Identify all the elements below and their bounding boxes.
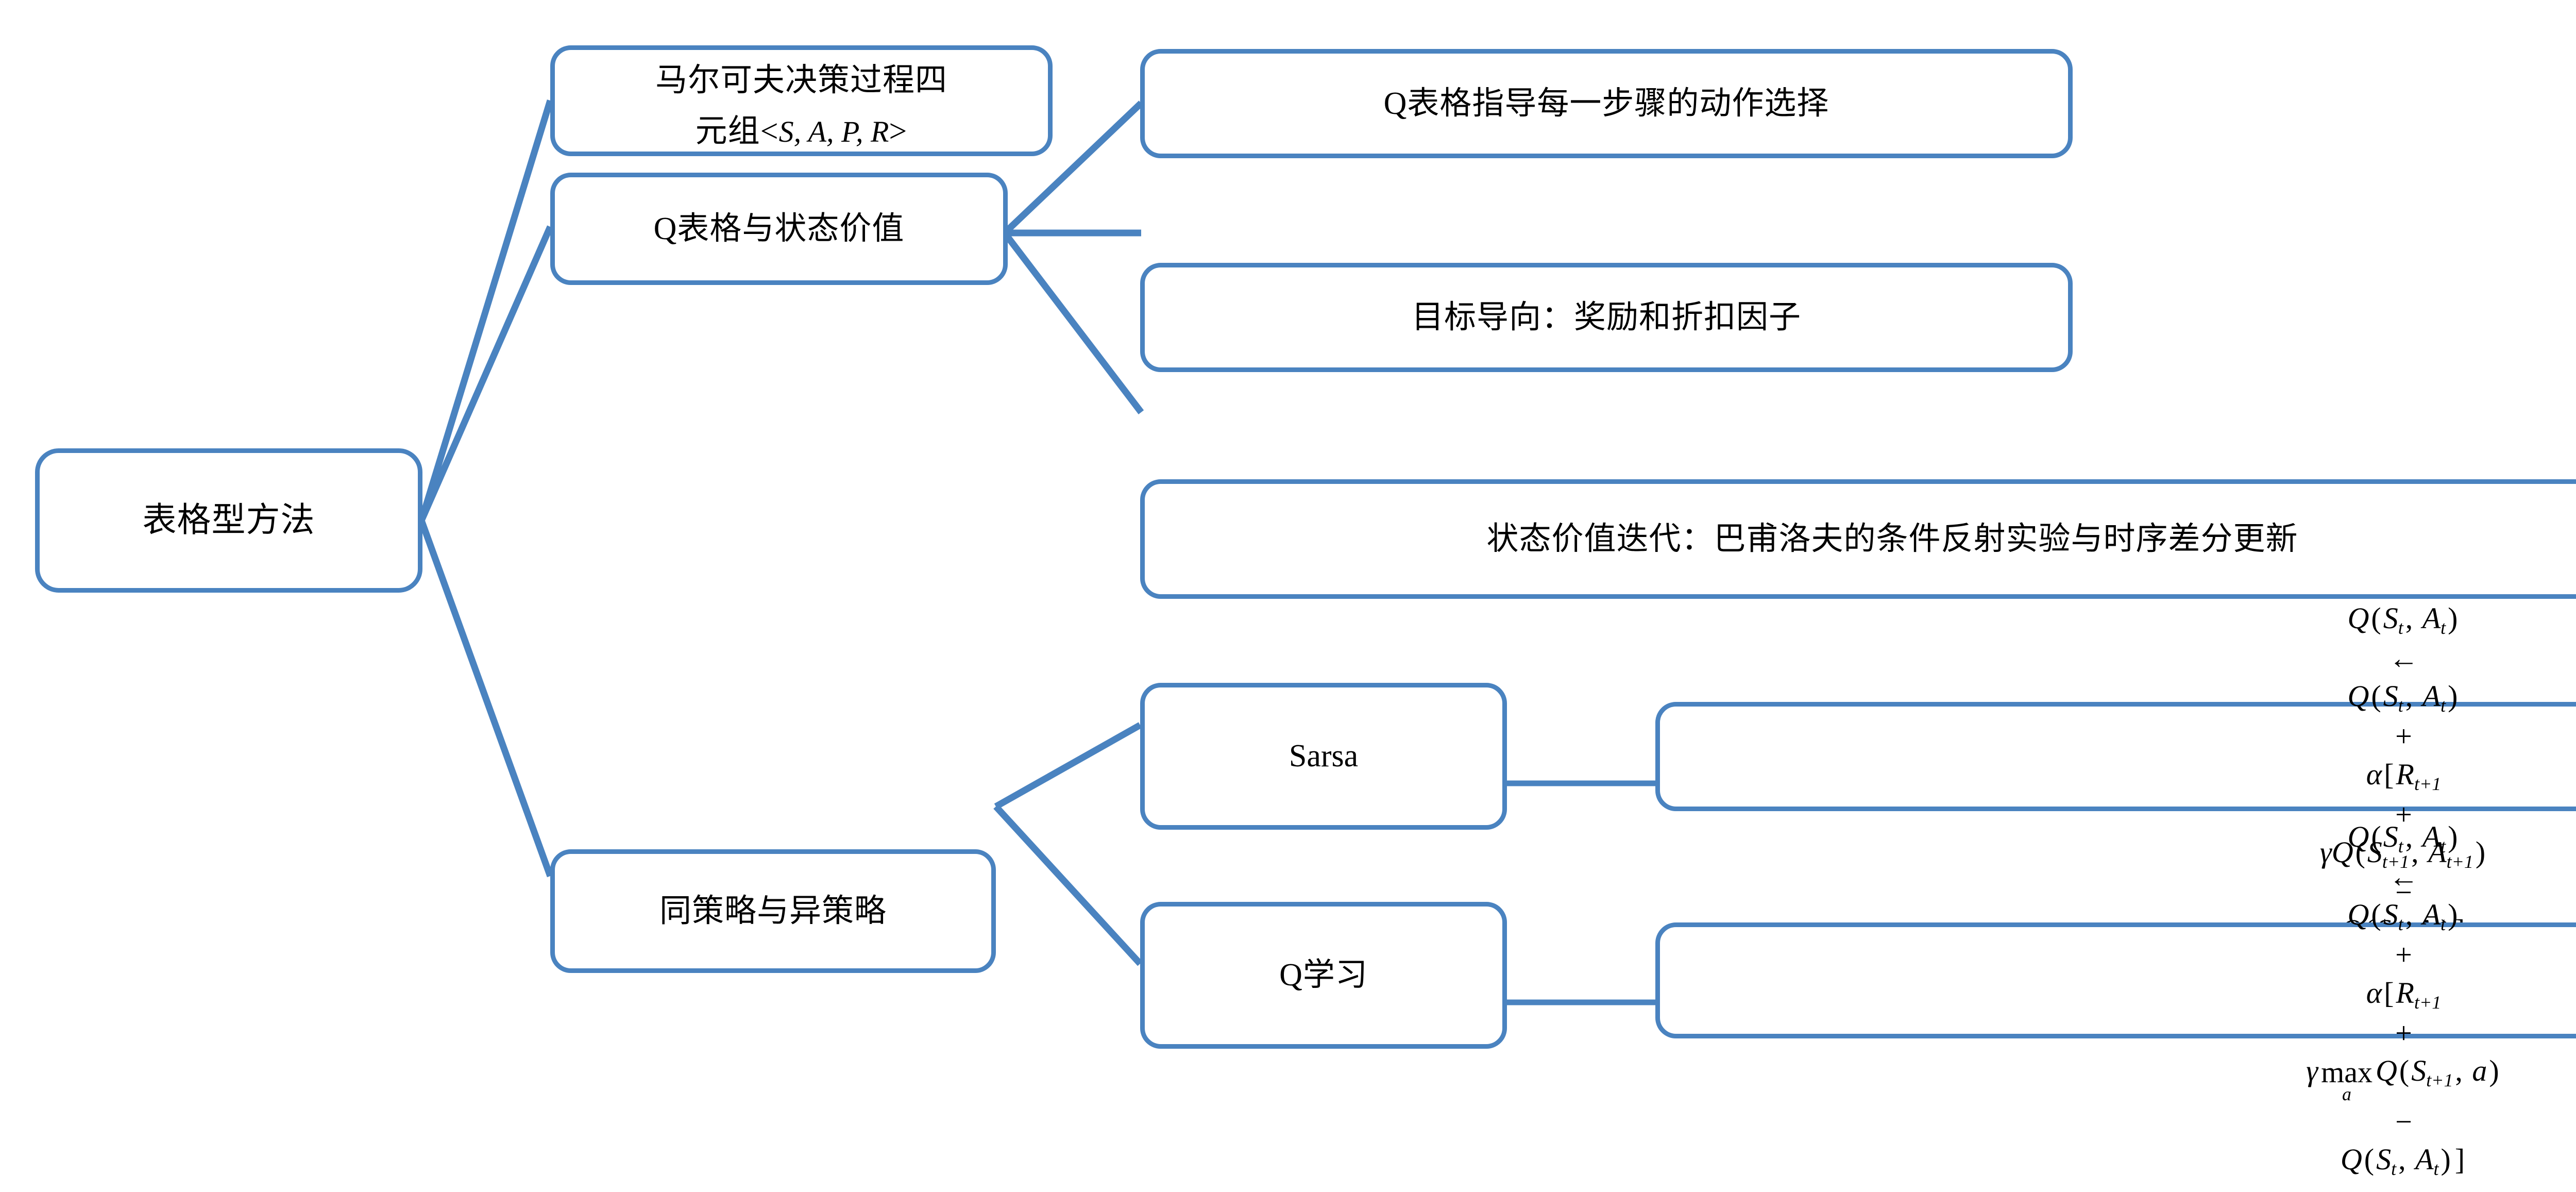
node-mdp-tuple: S, A, P, R — [778, 114, 889, 148]
node-mdp-label: 马尔可夫决策过程四 元组<S, A, P, R> — [655, 50, 947, 152]
node-sarsa-label: Sarsa — [1289, 738, 1359, 774]
node-mdp-line2-prefix: 元组< — [695, 113, 779, 149]
edge-root-to-mdp — [418, 99, 554, 522]
node-mdp-line1: 马尔可夫决策过程四 — [655, 63, 947, 98]
node-qtable-child-1[interactable]: Q表格指导每一步骤的动作选择 — [1140, 49, 2073, 158]
node-qtable-child-3[interactable]: 状态价值迭代：巴甫洛夫的条件反射实验与时序差分更新 — [1140, 479, 2576, 599]
node-root[interactable]: 表格型方法 — [35, 448, 422, 593]
node-qtable-child-2-label: 目标导向：奖励和折扣因子 — [1411, 299, 1801, 335]
node-qlearning-label: Q学习 — [1279, 958, 1368, 993]
node-sarsa[interactable]: Sarsa — [1140, 683, 1507, 830]
node-sarsa-formula[interactable]: Q(St, At) ← Q(St, At) + α[Rt+1 + γQ(St+1… — [1655, 601, 2576, 950]
sarsa-formula-expression: Q(St, At) ← Q(St, At) + α[Rt+1 + γQ(St+1… — [2319, 601, 2486, 949]
edge-root-to-qtable — [418, 225, 553, 522]
edge-qtable-to-child-3 — [1002, 231, 1144, 414]
node-qtable-child-3-label: 状态价值迭代：巴甫洛夫的条件反射实验与时序差分更新 — [1486, 521, 2298, 557]
node-mdp[interactable]: 马尔可夫决策过程四 元组<S, A, P, R> — [550, 45, 1053, 156]
node-root-label: 表格型方法 — [142, 501, 315, 540]
node-qtable-child-1-label: Q表格指导每一步骤的动作选择 — [1383, 86, 1829, 121]
node-policy[interactable]: 同策略与异策略 — [550, 849, 996, 973]
edge-policy-to-sarsa — [994, 722, 1142, 810]
node-qtable-child-2[interactable]: 目标导向：奖励和折扣因子 — [1140, 263, 2073, 372]
node-qlearning[interactable]: Q学习 — [1140, 902, 1507, 1049]
edge-root-to-policy — [418, 519, 554, 878]
edge-policy-to-qlearning — [993, 804, 1143, 966]
node-mdp-line2-suffix: > — [889, 113, 908, 149]
node-policy-label: 同策略与异策略 — [659, 893, 887, 929]
node-qtable[interactable]: Q表格与状态价值 — [550, 173, 1008, 285]
node-qtable-label: Q表格与状态价值 — [653, 211, 905, 246]
